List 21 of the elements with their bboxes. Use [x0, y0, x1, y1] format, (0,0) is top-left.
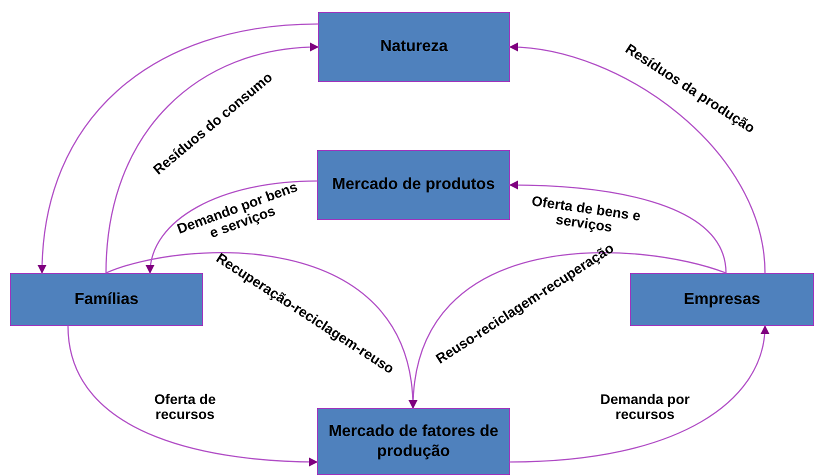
node-label: Natureza [380, 37, 448, 57]
process-box [317, 408, 510, 475]
arrow [510, 325, 769, 463]
arrow [38, 23, 318, 274]
arrow [105, 42, 319, 274]
node-label: Empresas [684, 290, 760, 310]
node-label: Mercado de fatores de produção [328, 422, 500, 461]
edge-label: Demanda por recursos [599, 392, 691, 423]
arrow [509, 43, 766, 274]
edge-label: Oferta de bens e serviços [530, 192, 643, 238]
node-label: Mercado de produtos [332, 175, 495, 195]
process-box [630, 273, 814, 326]
arrow [509, 180, 727, 274]
edge-label: Oferta de recursos [153, 392, 217, 423]
process-box [10, 273, 203, 326]
arrow [409, 252, 726, 409]
arrow [67, 326, 318, 466]
process-box [317, 150, 510, 220]
node-label: Famílias [74, 290, 139, 310]
arrow [146, 180, 318, 274]
process-box [318, 12, 510, 82]
